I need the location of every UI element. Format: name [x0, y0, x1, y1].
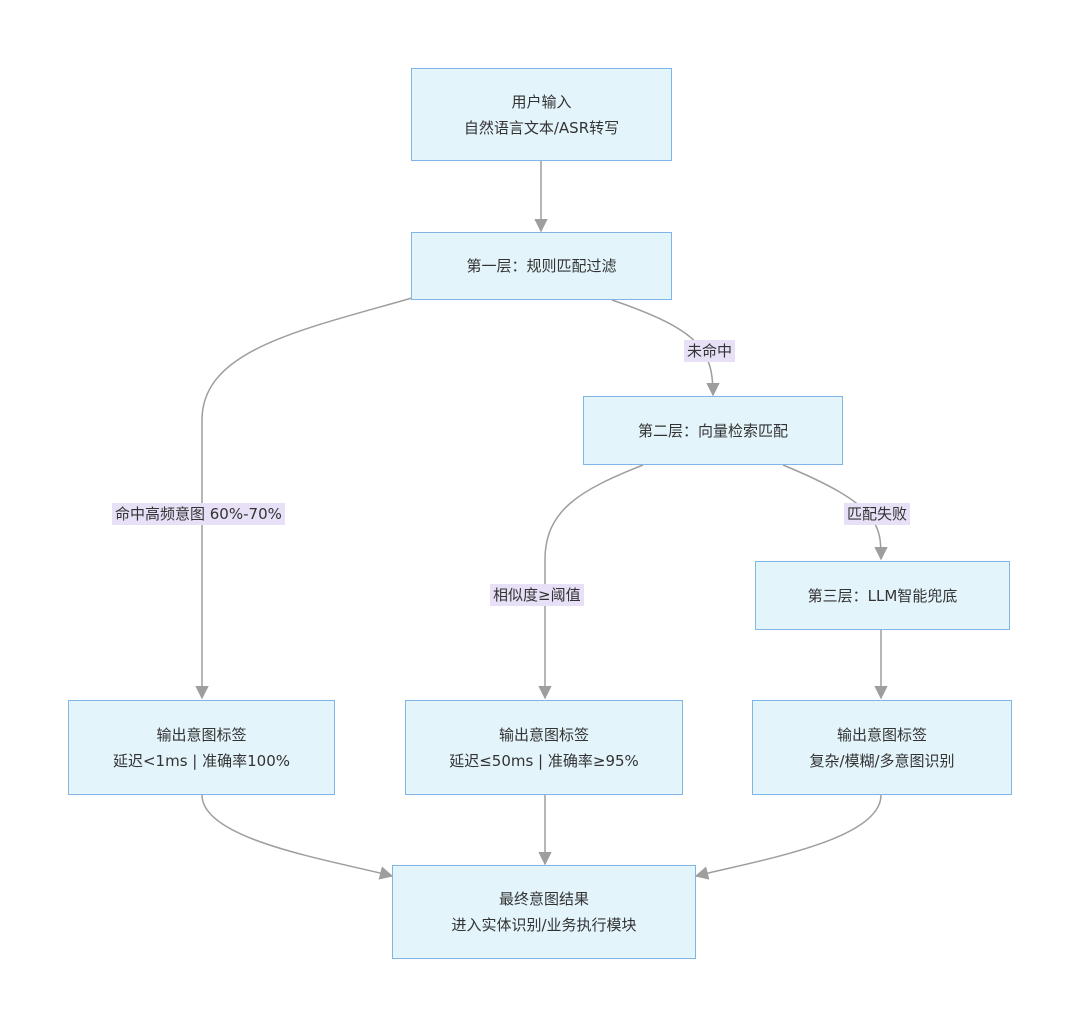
node-user-input: 用户输入 自然语言文本/ASR转写 — [411, 68, 672, 161]
node-layer2-title: 第二层：向量检索匹配 — [637, 421, 788, 440]
edge-layer1-to-output1 — [195, 297, 413, 700]
node-final-subtitle: 进入实体识别/业务执行模块 — [451, 916, 637, 934]
edge-output3-to-final — [694, 794, 882, 880]
node-layer1-title: 第一层：规则匹配过滤 — [466, 257, 617, 275]
node-user-input-subtitle: 自然语言文本/ASR转写 — [463, 118, 620, 137]
node-output-2-title: 输出意图标签 — [498, 725, 589, 744]
node-output-1-subtitle: 延迟<1ms | 准确率100% — [112, 751, 290, 770]
edge-label-similarity: 相似度≥阈值 — [490, 584, 584, 606]
node-output-1-title: 输出意图标签 — [156, 725, 247, 744]
edge-label-miss: 未命中 — [684, 340, 736, 362]
edge-layer2-to-output2 — [538, 464, 644, 700]
node-layer1-rule-match: 第一层：规则匹配过滤 — [411, 232, 672, 300]
node-output-intent-3: 输出意图标签 复杂/模糊/多意图识别 — [752, 700, 1012, 795]
node-output-intent-2: 输出意图标签 延迟≤50ms | 准确率≥95% — [405, 700, 683, 795]
edge-output1-to-final — [201, 794, 394, 880]
edge-label-match-fail: 匹配失败 — [844, 503, 911, 525]
node-final-title: 最终意图结果 — [498, 890, 589, 908]
node-layer2-vector-search: 第二层：向量检索匹配 — [583, 396, 843, 465]
node-output-3-title: 输出意图标签 — [836, 725, 927, 744]
node-final-intent-result: 最终意图结果 进入实体识别/业务执行模块 — [392, 865, 696, 959]
node-output-intent-1: 输出意图标签 延迟<1ms | 准确率100% — [68, 700, 335, 795]
node-layer3-title: 第三层：LLM智能兜底 — [807, 586, 958, 605]
node-layer3-llm-fallback: 第三层：LLM智能兜底 — [755, 561, 1010, 630]
edge-label-hit-high-freq: 命中高频意图 60%-70% — [112, 503, 285, 525]
node-output-3-subtitle: 复杂/模糊/多意图识别 — [809, 751, 955, 770]
node-output-2-subtitle: 延迟≤50ms | 准确率≥95% — [449, 751, 639, 770]
node-user-input-title: 用户输入 — [511, 92, 572, 111]
